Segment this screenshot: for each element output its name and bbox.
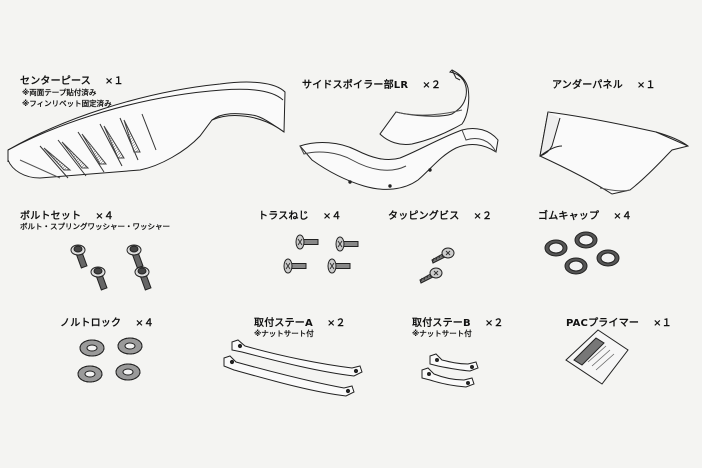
nord-lock-illustration [77,337,143,383]
stay-b-qty: ×２ [484,318,504,329]
nord-lock-qty: ×４ [135,318,154,329]
under-panel-illustration [539,111,690,195]
side-spoiler-name: サイドスポイラー部LR [302,80,409,91]
stay-b-note: ※ナットサート付 [412,329,472,338]
stay-a-qty: ×２ [326,318,346,329]
stay-b-label: 取付ステーB ×２ [412,314,504,329]
center-piece-qty: ×１ [104,76,124,87]
tapping-screw-qty: ×２ [473,211,493,222]
side-spoiler-qty: ×２ [422,80,442,91]
stay-b-illustration [421,353,479,388]
bolt-set-label: ボルトセット ×４ [20,207,114,222]
rubber-cap-label: ゴムキャップ ×４ [538,207,632,222]
bolt-set-illustration [70,244,152,291]
bolt-set-note: ボルト・スプリングワッシャー・ワッシャー [20,222,170,231]
truss-screw-qty: ×４ [322,211,342,222]
pac-primer-qty: ×１ [653,318,672,329]
rubber-cap-qty: ×４ [613,211,632,222]
center-piece-name: センターピース [20,76,91,87]
stay-a-name: 取付ステーA [254,318,313,329]
center-piece-illustration [7,81,286,179]
stay-b-name: 取付ステーB [412,318,471,329]
truss-screw-illustration [283,234,359,274]
under-panel-label: アンダーパネル ×１ [552,76,656,91]
tapping-screw-illustration [419,247,455,284]
stay-a-note: ※ナットサート付 [254,329,314,338]
rubber-cap-illustration [544,231,620,275]
stay-a-label: 取付ステーA ×２ [254,314,346,329]
rubber-cap-name: ゴムキャップ [538,211,600,222]
pac-primer-label: PACプライマー ×１ [566,314,672,329]
tapping-screw-name: タッピングビス [388,211,460,222]
center-piece-note-2: ※フィンリベット固定済み [22,99,112,108]
pac-primer-name: PACプライマー [566,318,640,329]
bolt-set-qty: ×４ [95,211,114,222]
nord-lock-name: ノルトロック [60,318,122,329]
side-spoiler-label: サイドスポイラー部LR ×２ [302,76,441,91]
center-piece-note-1: ※両面テープ貼付済み [22,88,97,97]
center-piece-label: センターピース ×１ [20,72,124,87]
pac-primer-illustration [565,329,629,385]
under-panel-name: アンダーパネル [552,80,623,91]
truss-screw-label: トラスねじ ×４ [258,207,342,222]
under-panel-qty: ×１ [636,80,656,91]
stay-a-illustration [223,339,363,397]
truss-screw-name: トラスねじ [258,211,309,222]
nord-lock-label: ノルトロック ×４ [60,314,154,329]
bolt-set-name: ボルトセット [20,211,82,222]
tapping-screw-label: タッピングビス ×２ [388,207,492,222]
side-spoiler-illustration [299,69,499,190]
